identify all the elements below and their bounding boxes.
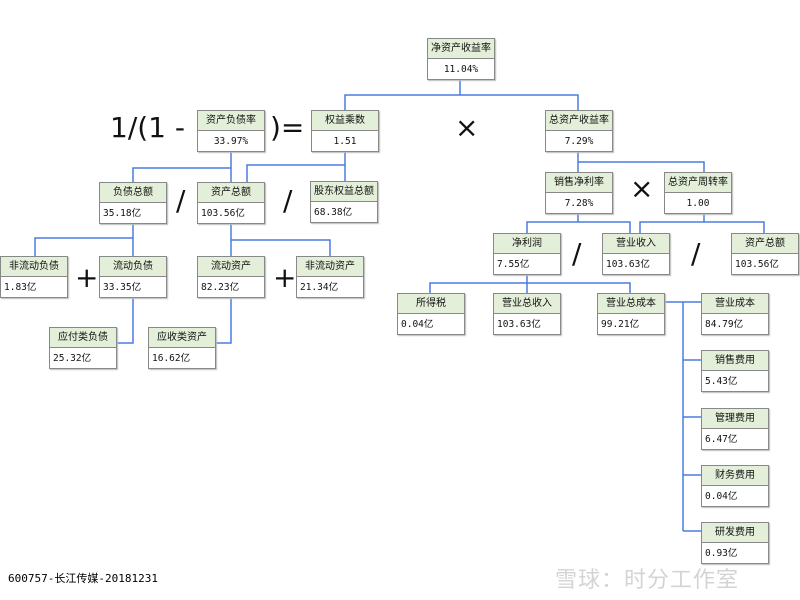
metric-box-revenue: 营业收入 103.63亿 [602,233,670,275]
metric-label: 总资产周转率 [665,173,731,193]
metric-box-receivables: 应收类资产 16.62亿 [148,327,216,369]
metric-box-rd-exp: 研发费用 0.93亿 [701,522,769,564]
metric-label: 净利润 [494,234,560,254]
metric-box-asset-turnover: 总资产周转率 1.00 [664,172,732,214]
metric-box-op-cost: 营业成本 84.79亿 [701,293,769,335]
divide-operator: / [691,237,701,270]
metric-value: 7.29% [564,136,594,147]
metric-value: 33.97% [213,136,249,147]
metric-value: 35.18亿 [103,208,142,219]
metric-box-total-liabilities: 负债总额 35.18亿 [99,182,167,224]
metric-label: 总资产收益率 [546,111,612,131]
metric-label: 研发费用 [702,523,768,543]
metric-label: 营业成本 [702,294,768,314]
multiply-operator: × [630,172,654,205]
footer-label: 600757-长江传媒-20181231 [8,572,158,585]
metric-value: 1.83亿 [4,282,37,293]
metric-value: 7.55亿 [497,259,530,270]
metric-label: 所得税 [398,294,464,314]
metric-box-selling-exp: 销售费用 5.43亿 [701,350,769,392]
metric-value: 103.63亿 [606,259,650,270]
metric-value: 25.32亿 [53,353,92,364]
metric-value: 68.38亿 [314,207,353,218]
metric-label: 销售费用 [702,351,768,371]
metric-label: 管理费用 [702,409,768,429]
metric-box-roe: 净资产收益率 11.04% [427,38,495,80]
metric-label: 资产负债率 [198,111,264,131]
metric-box-equity-multiplier: 权益乘数 1.51 [311,110,379,152]
metric-value: 6.47亿 [705,434,738,445]
metric-value: 103.56亿 [735,259,779,270]
plus-operator: + [75,261,99,294]
metric-label: 营业总收入 [494,294,560,314]
metric-box-noncurrent-assets: 非流动资产 21.34亿 [296,256,364,298]
metric-box-net-profit: 净利润 7.55亿 [493,233,561,275]
metric-label: 权益乘数 [312,111,378,131]
metric-value: 84.79亿 [705,319,744,330]
metric-label: 财务费用 [702,466,768,486]
metric-value: 0.93亿 [705,548,738,559]
metric-value: 11.04% [443,64,479,75]
metric-box-fin-exp: 财务费用 0.04亿 [701,465,769,507]
metric-box-total-assets2: 资产总额 103.56亿 [731,233,799,275]
metric-box-income-tax: 所得税 0.04亿 [397,293,465,335]
metric-label: 股东权益总额 [311,182,377,202]
formula-suffix: )= [270,111,305,144]
metric-box-total-assets: 资产总额 103.56亿 [197,182,265,224]
metric-box-current-assets: 流动资产 82.23亿 [197,256,265,298]
plus-operator: + [273,261,297,294]
metric-box-current-liab: 流动负债 33.35亿 [99,256,167,298]
metric-label: 营业收入 [603,234,669,254]
metric-value: 5.43亿 [705,376,738,387]
metric-box-payables: 应付类负债 25.32亿 [49,327,117,369]
metric-box-admin-exp: 管理费用 6.47亿 [701,408,769,450]
metric-value: 103.63亿 [497,319,541,330]
metric-label: 资产总额 [732,234,798,254]
metric-box-total-cost: 营业总成本 99.21亿 [597,293,665,335]
metric-label: 流动负债 [100,257,166,277]
metric-label: 非流动负债 [1,257,67,277]
metric-value: 16.62亿 [152,353,191,364]
metric-label: 资产总额 [198,183,264,203]
metric-value: 21.34亿 [300,282,339,293]
metric-value: 1.51 [333,136,357,147]
formula-prefix: 1/(1 - [110,111,185,144]
metric-box-net-margin: 销售净利率 7.28% [545,172,613,214]
metric-value: 7.28% [564,198,594,209]
divide-operator: / [283,184,293,217]
metric-label: 非流动资产 [297,257,363,277]
metric-box-debt-ratio: 资产负债率 33.97% [197,110,265,152]
metric-label: 营业总成本 [598,294,664,314]
metric-label: 应收类资产 [149,328,215,348]
metric-label: 销售净利率 [546,173,612,193]
metric-box-roa: 总资产收益率 7.29% [545,110,613,152]
metric-box-total-revenue: 营业总收入 103.63亿 [493,293,561,335]
watermark: 雪球：时分工作室 [555,568,740,593]
multiply-operator: × [455,111,479,144]
metric-value: 99.21亿 [601,319,640,330]
metric-label: 流动资产 [198,257,264,277]
metric-box-equity: 股东权益总额 68.38亿 [310,181,378,223]
metric-label: 应付类负债 [50,328,116,348]
metric-label: 负债总额 [100,183,166,203]
divide-operator: / [572,237,582,270]
metric-value: 103.56亿 [201,208,245,219]
metric-value: 33.35亿 [103,282,142,293]
metric-value: 0.04亿 [705,491,738,502]
divide-operator: / [176,184,186,217]
metric-value: 1.00 [686,198,710,209]
metric-value: 0.04亿 [401,319,434,330]
metric-box-noncurrent-liab: 非流动负债 1.83亿 [0,256,68,298]
metric-label: 净资产收益率 [428,39,494,59]
metric-value: 82.23亿 [201,282,240,293]
